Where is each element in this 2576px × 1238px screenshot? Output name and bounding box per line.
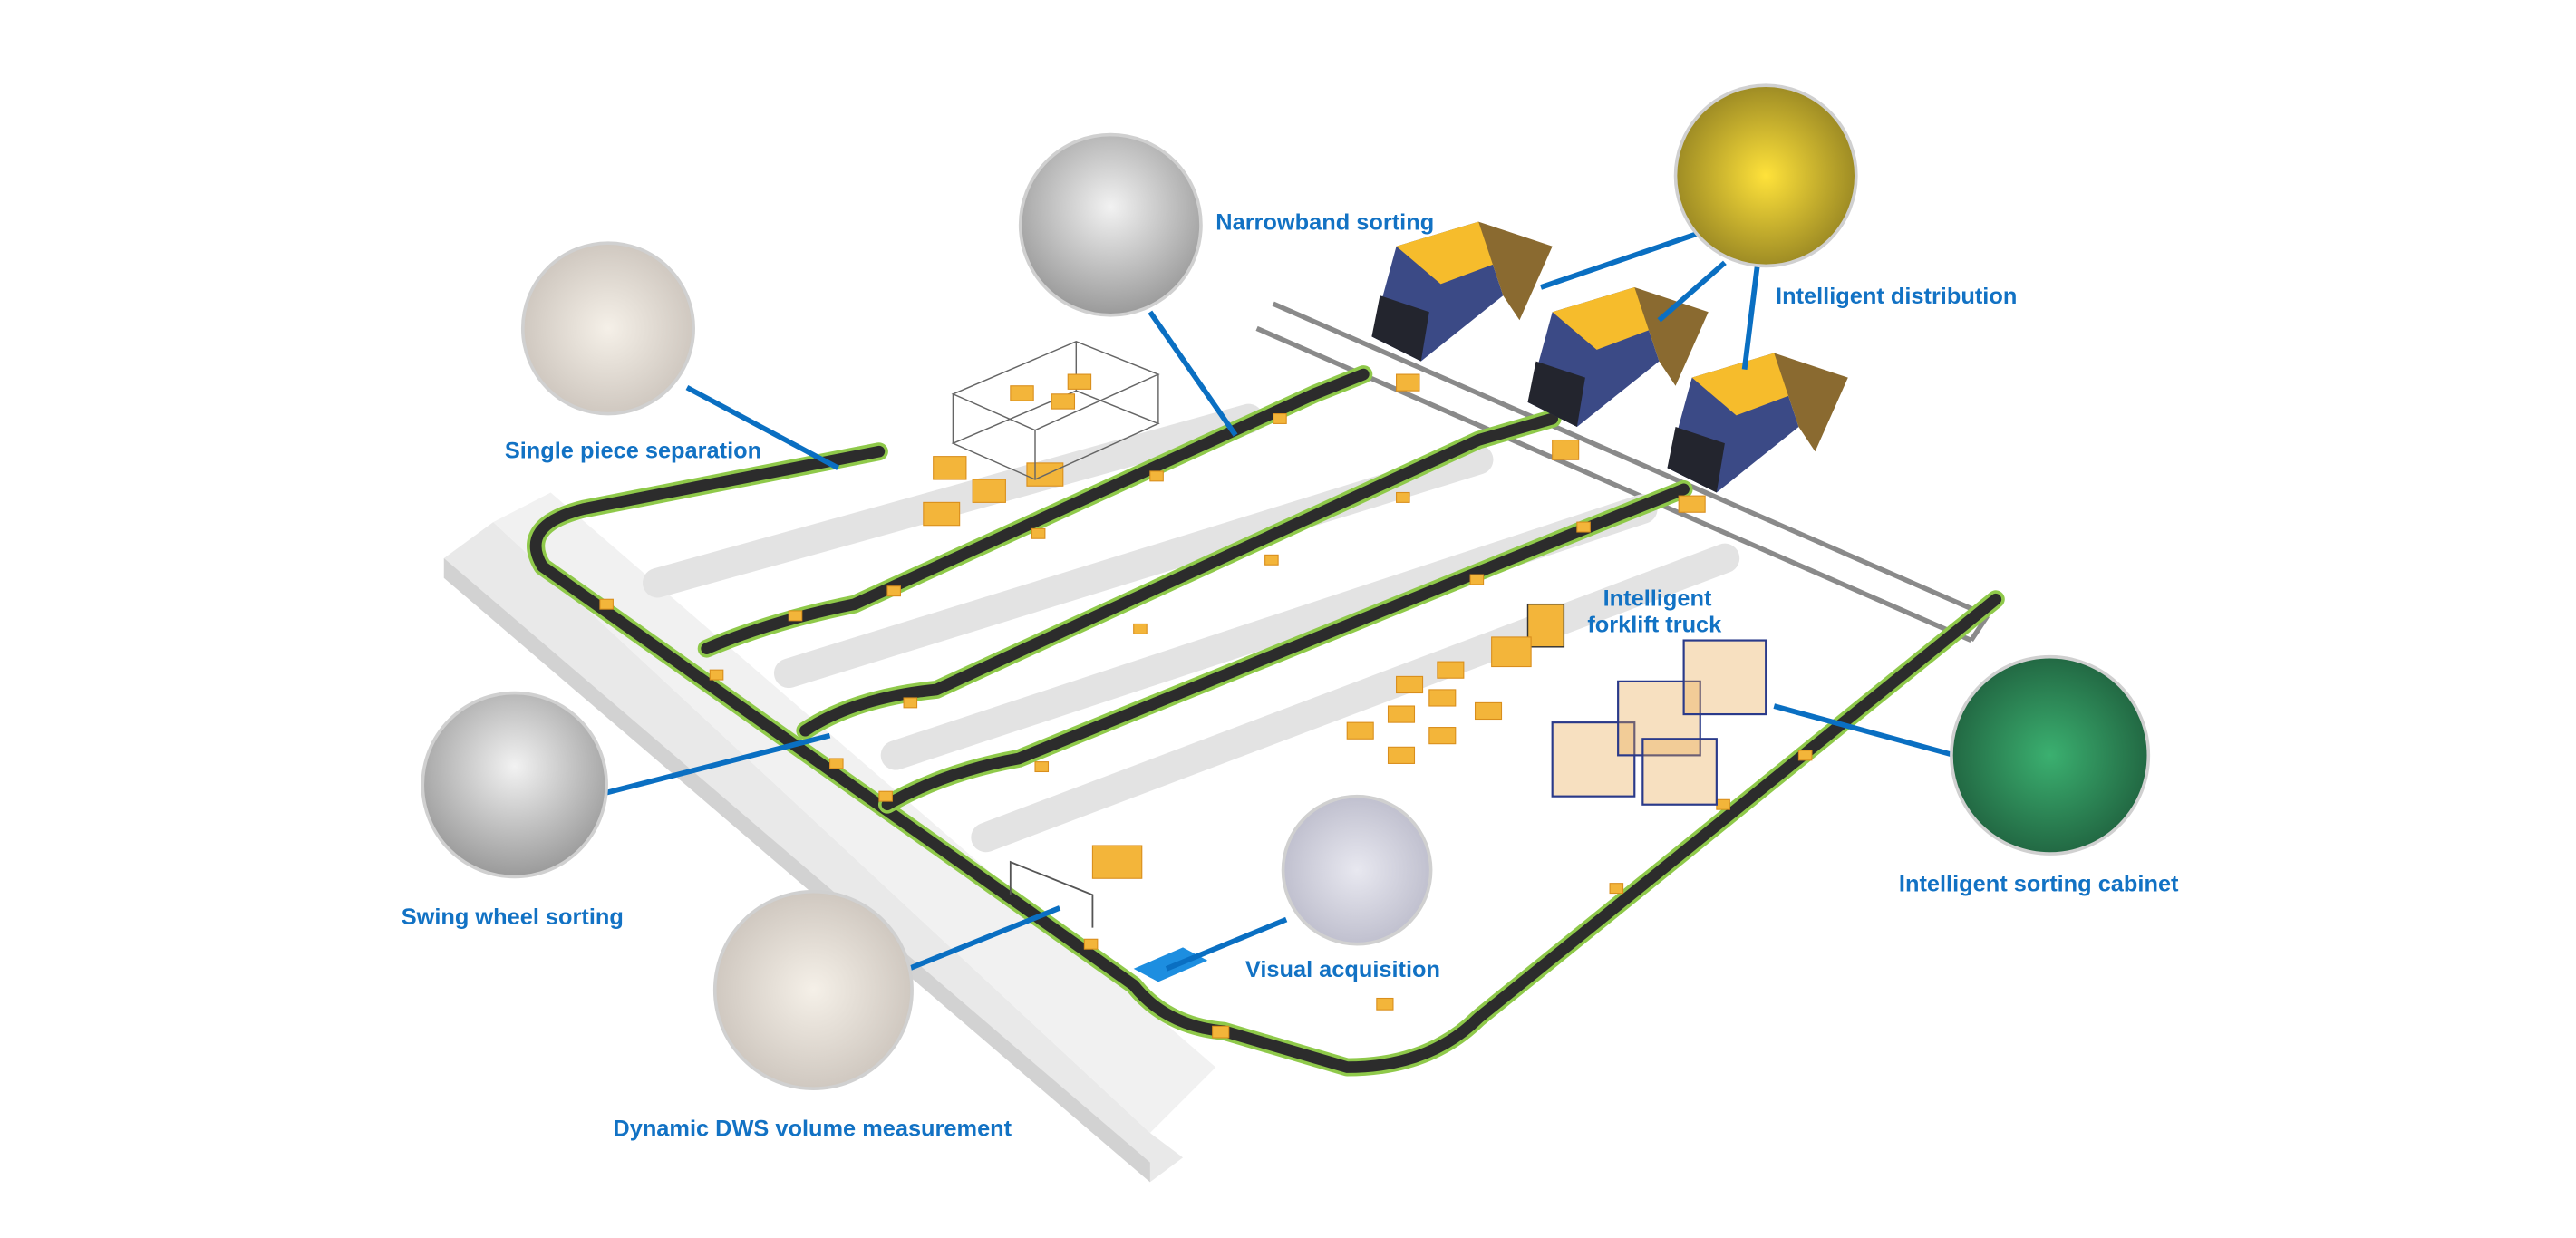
- storage-racks: [1551, 639, 1767, 806]
- truck-rails: [1255, 301, 1990, 643]
- pallet-stacks: [1346, 661, 1503, 764]
- intelligent-distribution-photo: [1673, 83, 1858, 268]
- label-visual-acquisition: Visual acquisition: [1245, 957, 1440, 982]
- narrowband-sorting-photo: [1018, 132, 1203, 317]
- forklift: [1491, 603, 1565, 668]
- thumbnails: [421, 83, 2151, 1090]
- conveyor-system: [527, 365, 2005, 1077]
- swing-wheel-sorting-photo: [421, 691, 608, 879]
- labels: Narrowband sorting Intelligent distribut…: [402, 210, 2179, 1142]
- label-dynamic-dws: Dynamic DWS volume measurement: [613, 1117, 1012, 1142]
- separation-frame: [951, 341, 1160, 480]
- label-intelligent-forklift-2: forklift truck: [1587, 612, 1722, 637]
- sorting-cabinet-photo: [1950, 654, 2151, 856]
- label-intelligent-sorting-cabinet: Intelligent sorting cabinet: [1899, 872, 2179, 897]
- delivery-truck: [1667, 353, 1848, 493]
- dws-gate: [1009, 845, 1143, 928]
- label-intelligent-distribution: Intelligent distribution: [1776, 284, 2017, 309]
- parcels: [599, 373, 1813, 1039]
- label-single-piece-separation: Single piece separation: [505, 438, 761, 463]
- label-swing-wheel-sorting: Swing wheel sorting: [402, 904, 624, 930]
- dws-measurement-photo: [712, 889, 914, 1090]
- label-intelligent-forklift-1: Intelligent: [1603, 586, 1712, 612]
- single-piece-separation-photo: [520, 241, 695, 416]
- delivery-truck: [1371, 221, 1553, 362]
- label-narrowband-sorting: Narrowband sorting: [1215, 210, 1434, 236]
- delivery-truck: [1527, 287, 1709, 428]
- callout-lines: [604, 227, 1956, 972]
- visual-acquisition-photo: [1281, 794, 1433, 946]
